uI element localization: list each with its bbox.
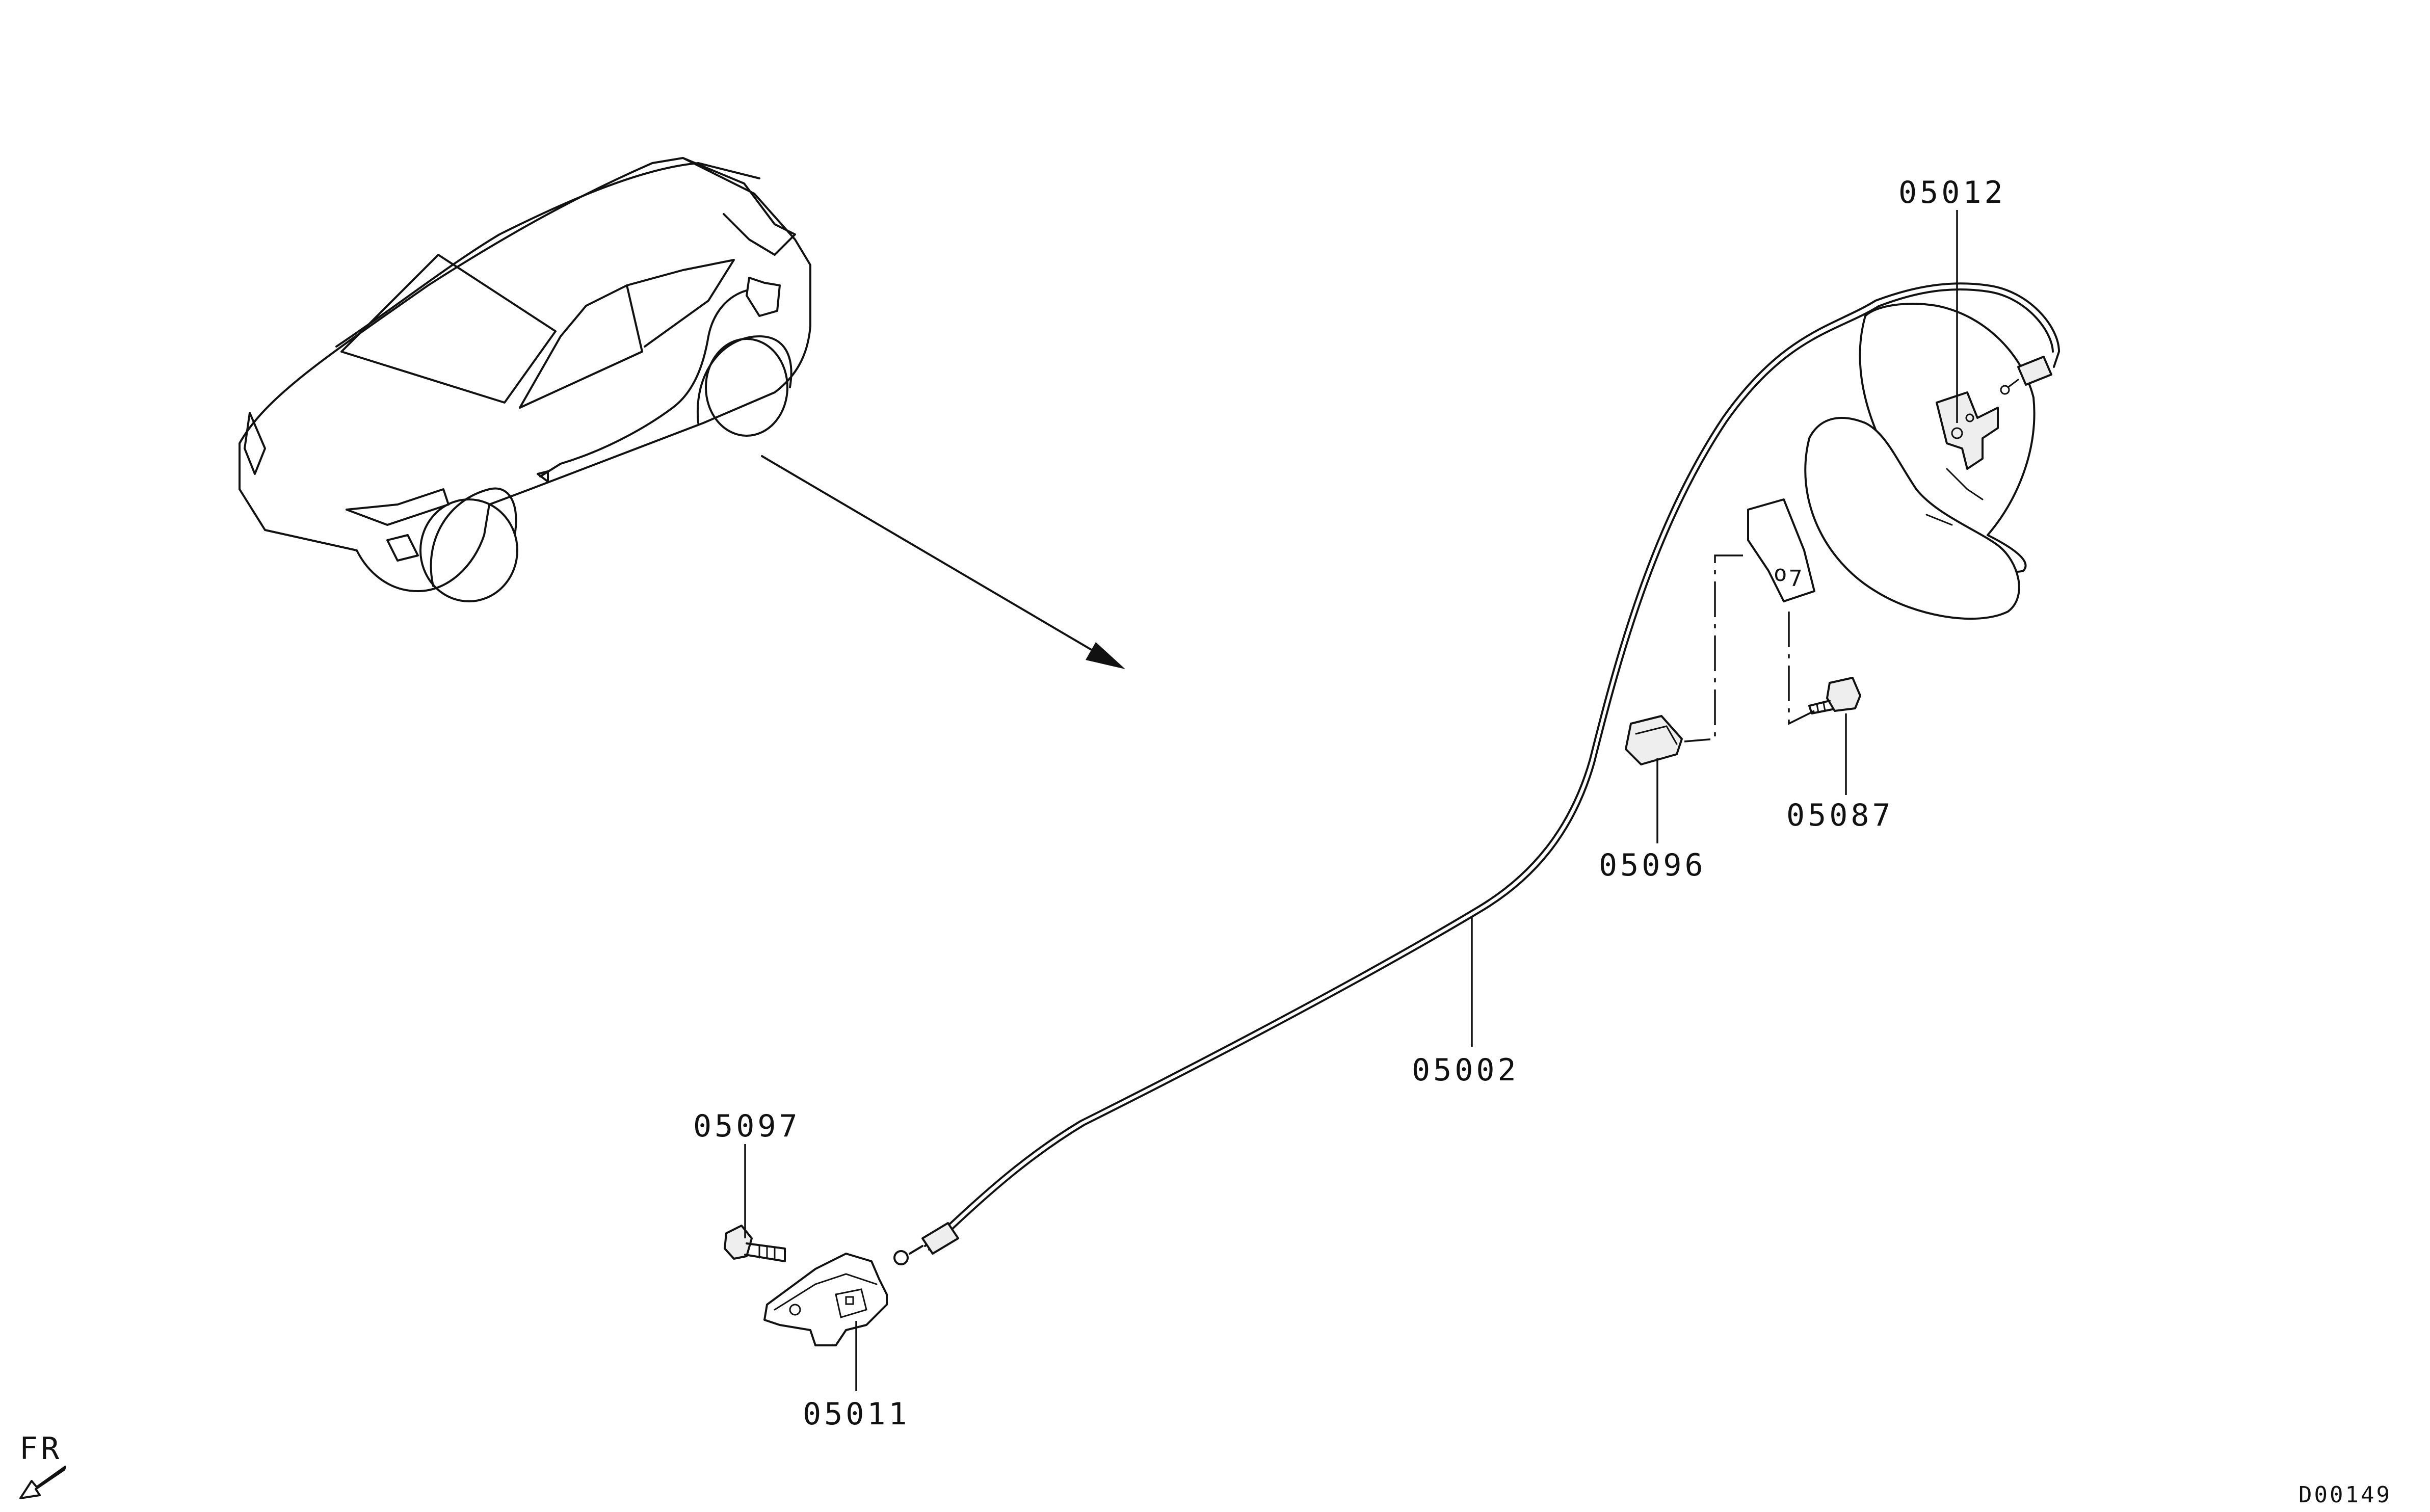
detail-arrow <box>761 455 1125 669</box>
diagram-id: D00149 <box>2299 1482 2392 1508</box>
front-arrow-icon <box>19 1466 66 1499</box>
part-number-05011: 05011 <box>803 1396 910 1432</box>
front-direction-indicator: FR <box>19 1431 66 1499</box>
clip-05096 <box>1625 715 1683 765</box>
release-lever-assembly <box>763 1253 888 1346</box>
front-label: FR <box>19 1431 62 1467</box>
leader-lines <box>744 210 1958 1391</box>
part-number-05096: 05096 <box>1599 847 1706 883</box>
part-number-05097: 05097 <box>693 1108 801 1144</box>
part-number-05087: 05087 <box>1786 798 1894 833</box>
vehicle-illustration <box>239 157 811 602</box>
fuel-filler-housing: o 7 <box>1747 303 2036 620</box>
svg-text:o: o <box>1774 561 1789 587</box>
assembly-guides <box>1684 554 1815 742</box>
part-number-05012: 05012 <box>1898 175 2006 210</box>
screw-05087 <box>1808 677 1861 714</box>
part-number-05002: 05002 <box>1412 1052 1519 1088</box>
release-cable <box>893 282 2060 1265</box>
svg-text:7: 7 <box>1789 566 1805 592</box>
bolt-05097 <box>724 1225 786 1262</box>
